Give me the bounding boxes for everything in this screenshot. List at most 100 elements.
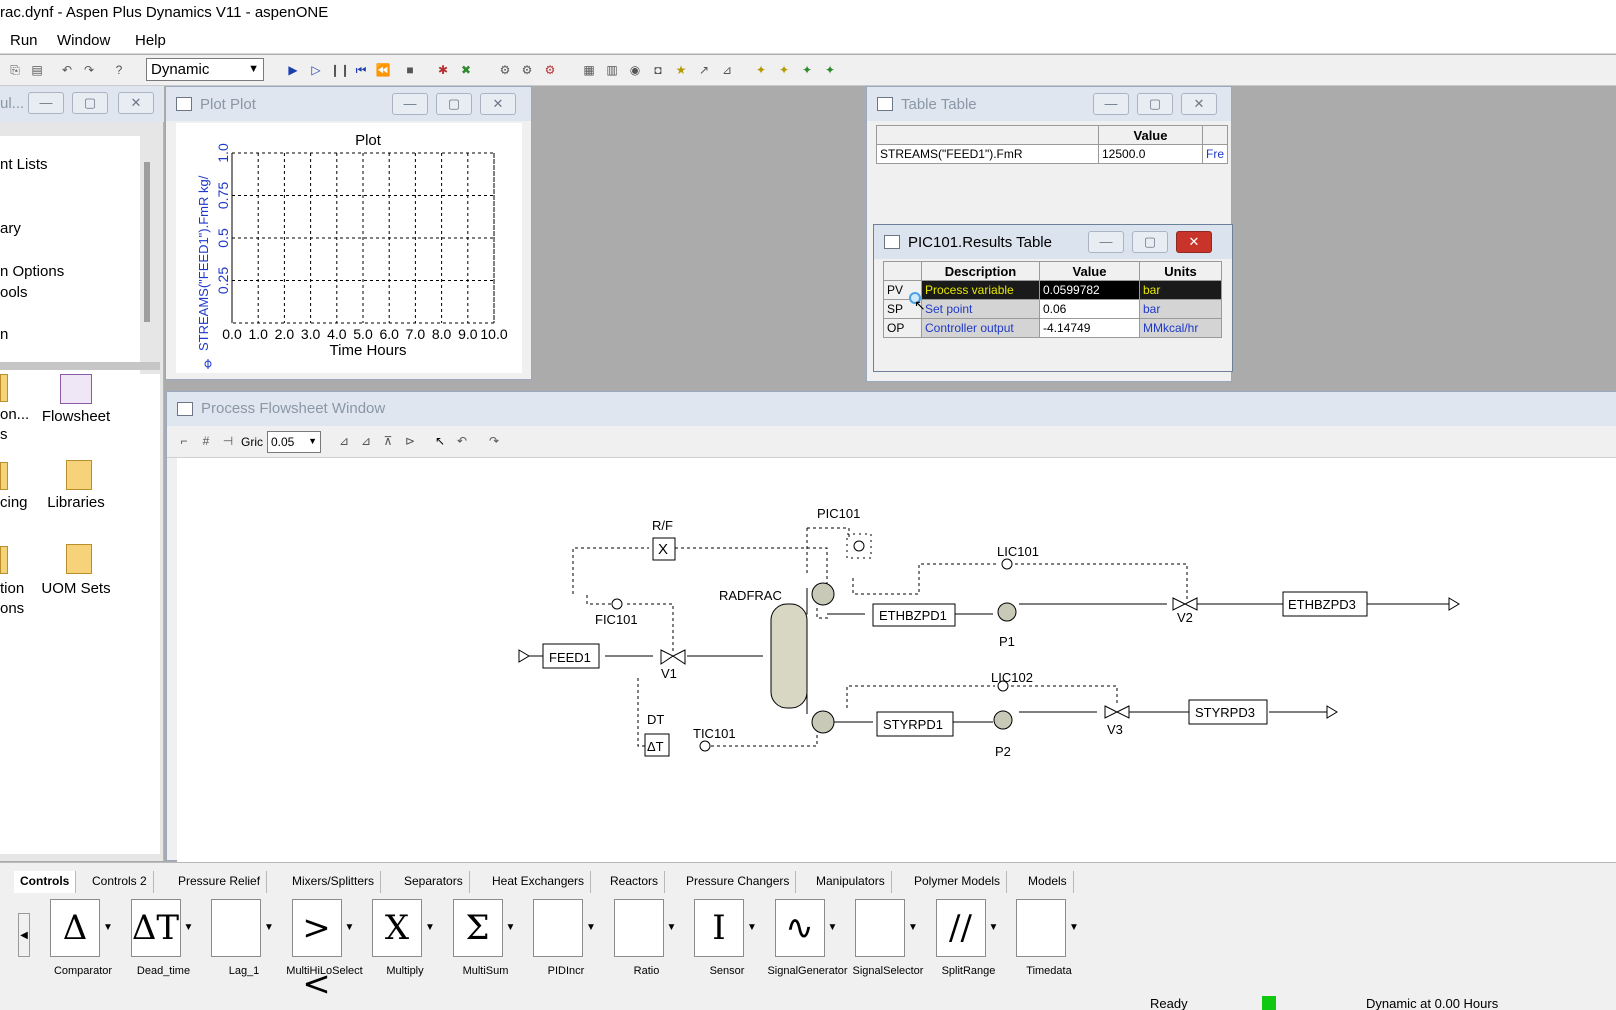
tree-item[interactable]: ools bbox=[0, 284, 28, 301]
tree-item[interactable]: n bbox=[0, 326, 9, 343]
close-button[interactable]: ✕ bbox=[118, 92, 154, 114]
select-arrow-icon[interactable]: ↖ bbox=[434, 434, 446, 448]
plot-icon[interactable]: ↗ bbox=[698, 63, 710, 77]
chevron-down-icon[interactable]: ▼ bbox=[344, 922, 355, 933]
chevron-down-icon[interactable]: ▼ bbox=[908, 922, 918, 933]
palette-tab[interactable]: Models bbox=[1022, 871, 1074, 893]
palette-tab[interactable]: Manipulators bbox=[810, 871, 892, 893]
chevron-down-icon[interactable]: ▼ bbox=[505, 922, 516, 933]
flowsheet-canvas[interactable]: RADFRAC R/F X PIC101 LIC101 FIC101 FEED1 bbox=[177, 458, 1616, 862]
palette-item-pidincr[interactable]: ▼PIDIncr bbox=[527, 899, 607, 991]
rewind-icon[interactable]: ⏪ bbox=[375, 63, 391, 77]
chevron-down-icon[interactable]: ▼ bbox=[183, 922, 194, 933]
contents-label[interactable]: cing bbox=[0, 494, 28, 511]
row-units[interactable]: bar bbox=[1139, 280, 1222, 300]
scroll-left-icon[interactable]: ◀ bbox=[18, 913, 30, 957]
chevron-down-icon[interactable]: ▼ bbox=[1069, 922, 1079, 933]
chevron-down-icon[interactable]: ▼ bbox=[103, 922, 113, 933]
tools-icon[interactable]: ✖ bbox=[460, 63, 472, 77]
row-key[interactable]: OP bbox=[883, 318, 922, 338]
analysis-icon[interactable]: ✦ bbox=[824, 63, 836, 77]
homotopy-icon[interactable]: ✦ bbox=[801, 63, 813, 77]
chevron-down-icon[interactable]: ▼ bbox=[988, 922, 999, 933]
row-description[interactable]: Controller output bbox=[921, 318, 1040, 338]
undo-icon[interactable]: ↶ bbox=[61, 63, 73, 77]
row-key[interactable]: SP bbox=[883, 299, 922, 319]
chevron-down-icon[interactable]: ▼ bbox=[747, 922, 757, 933]
grid-icon[interactable]: # bbox=[202, 434, 210, 448]
palette-item-dead_time[interactable]: ΔT▼Dead_time bbox=[125, 899, 205, 991]
palette-tab[interactable]: Mixers/Splitters bbox=[286, 871, 382, 893]
chevron-down-icon[interactable]: ▼ bbox=[666, 922, 677, 933]
copy-icon[interactable]: ⎘ bbox=[10, 63, 20, 77]
chevron-down-icon[interactable]: ▼ bbox=[827, 922, 838, 933]
splitter[interactable] bbox=[0, 362, 160, 370]
row-units[interactable]: MMkcal/hr bbox=[1139, 318, 1222, 338]
menu-window[interactable]: Window bbox=[57, 32, 111, 49]
connect-icon[interactable]: ⚙ bbox=[499, 63, 511, 77]
maximize-button[interactable]: ▢ bbox=[1132, 231, 1168, 253]
profile-plot-icon[interactable]: ⊿ bbox=[721, 63, 733, 77]
help-cursor-icon[interactable]: ? bbox=[115, 63, 123, 77]
palette-item-multiply[interactable]: X▼Multiply bbox=[366, 899, 446, 991]
flip-icon[interactable]: ⊼ bbox=[383, 434, 393, 448]
redo-icon[interactable]: ↷ bbox=[83, 63, 95, 77]
palette-item-signalselector[interactable]: ▼SignalSelector bbox=[849, 899, 929, 991]
undo-icon[interactable]: ↶ bbox=[456, 434, 468, 448]
estimate-icon[interactable]: ✦ bbox=[755, 63, 767, 77]
chevron-down-icon[interactable]: ▼ bbox=[425, 922, 435, 933]
palette-item-lag_1[interactable]: ▼Lag_1 bbox=[205, 899, 285, 991]
tree-item[interactable]: nt Lists bbox=[0, 156, 48, 173]
row-description[interactable]: Process variable bbox=[921, 280, 1040, 300]
palette-item-splitrange[interactable]: //▼SplitRange bbox=[930, 899, 1010, 991]
palette-item-sensor[interactable]: I▼Sensor bbox=[688, 899, 768, 991]
filter-icon[interactable]: ◉ bbox=[629, 63, 641, 77]
minimize-button[interactable]: — bbox=[1088, 231, 1124, 253]
row-value[interactable]: 0.06 bbox=[1039, 299, 1140, 319]
close-button[interactable]: ✕ bbox=[1176, 231, 1212, 253]
palette-item-signalgenerator[interactable]: ∿▼SignalGenerator bbox=[767, 899, 849, 991]
redo-icon[interactable]: ↷ bbox=[488, 434, 500, 448]
pause-icon[interactable]: ❙❙ bbox=[330, 63, 351, 77]
run-icon[interactable]: ▶ bbox=[288, 63, 298, 77]
palette-tab[interactable]: Heat Exchangers bbox=[486, 871, 592, 893]
close-button[interactable]: ✕ bbox=[480, 93, 516, 115]
minimize-button[interactable]: — bbox=[28, 92, 64, 114]
paste-icon[interactable]: ▤ bbox=[31, 63, 43, 77]
rotate-left-icon[interactable]: ⊿ bbox=[338, 434, 350, 448]
contents-label[interactable]: UOM Sets bbox=[41, 580, 111, 597]
star-icon[interactable]: ★ bbox=[675, 63, 687, 77]
table-row-value[interactable]: 12500.0 bbox=[1098, 144, 1203, 164]
row-units[interactable]: bar bbox=[1139, 299, 1222, 319]
palette-item-multisum[interactable]: Σ▼MultiSum bbox=[447, 899, 527, 991]
stop-icon[interactable]: ■ bbox=[406, 63, 414, 77]
menu-run[interactable]: Run bbox=[10, 32, 38, 49]
chevron-down-icon[interactable]: ▼ bbox=[264, 922, 274, 933]
maximize-button[interactable]: ▢ bbox=[1137, 93, 1173, 115]
palette-item-comparator[interactable]: Δ▼Comparator bbox=[44, 899, 124, 991]
network-icon[interactable]: ⚙ bbox=[544, 63, 556, 77]
disconnect-icon[interactable]: ⚙ bbox=[521, 63, 533, 77]
minimize-button[interactable]: — bbox=[392, 93, 428, 115]
palette-tab[interactable]: Reactors bbox=[604, 871, 666, 893]
rotate-right-icon[interactable]: ⊿ bbox=[360, 434, 372, 448]
variable-find-icon[interactable]: ▥ bbox=[606, 63, 618, 77]
tree-item[interactable]: n Options bbox=[0, 263, 65, 280]
row-value[interactable]: -4.14749 bbox=[1039, 318, 1140, 338]
flip-vertical-icon[interactable]: ⊳ bbox=[404, 434, 416, 448]
contents-label[interactable]: on... bbox=[0, 406, 30, 423]
optimize-icon[interactable]: ✦ bbox=[778, 63, 790, 77]
palette-item-timedata[interactable]: ▼Timedata bbox=[1010, 899, 1090, 991]
maximize-button[interactable]: ▢ bbox=[72, 92, 108, 114]
row-description[interactable]: Set point bbox=[921, 299, 1040, 319]
close-button[interactable]: ✕ bbox=[1181, 93, 1217, 115]
align-icon[interactable]: ⊣ bbox=[222, 434, 234, 448]
contents-label[interactable]: tion bbox=[0, 580, 25, 597]
palette-item-multihiloselect[interactable]: ><▼MultiHiLoSelect bbox=[286, 899, 366, 1004]
contents-label[interactable]: Flowsheet bbox=[41, 408, 111, 425]
contents-label[interactable]: Libraries bbox=[47, 494, 105, 511]
step-icon[interactable]: ▷ bbox=[311, 63, 321, 77]
run-mode-select[interactable]: Dynamic ▼ bbox=[146, 58, 264, 81]
tree-scrollbar[interactable] bbox=[144, 162, 150, 322]
